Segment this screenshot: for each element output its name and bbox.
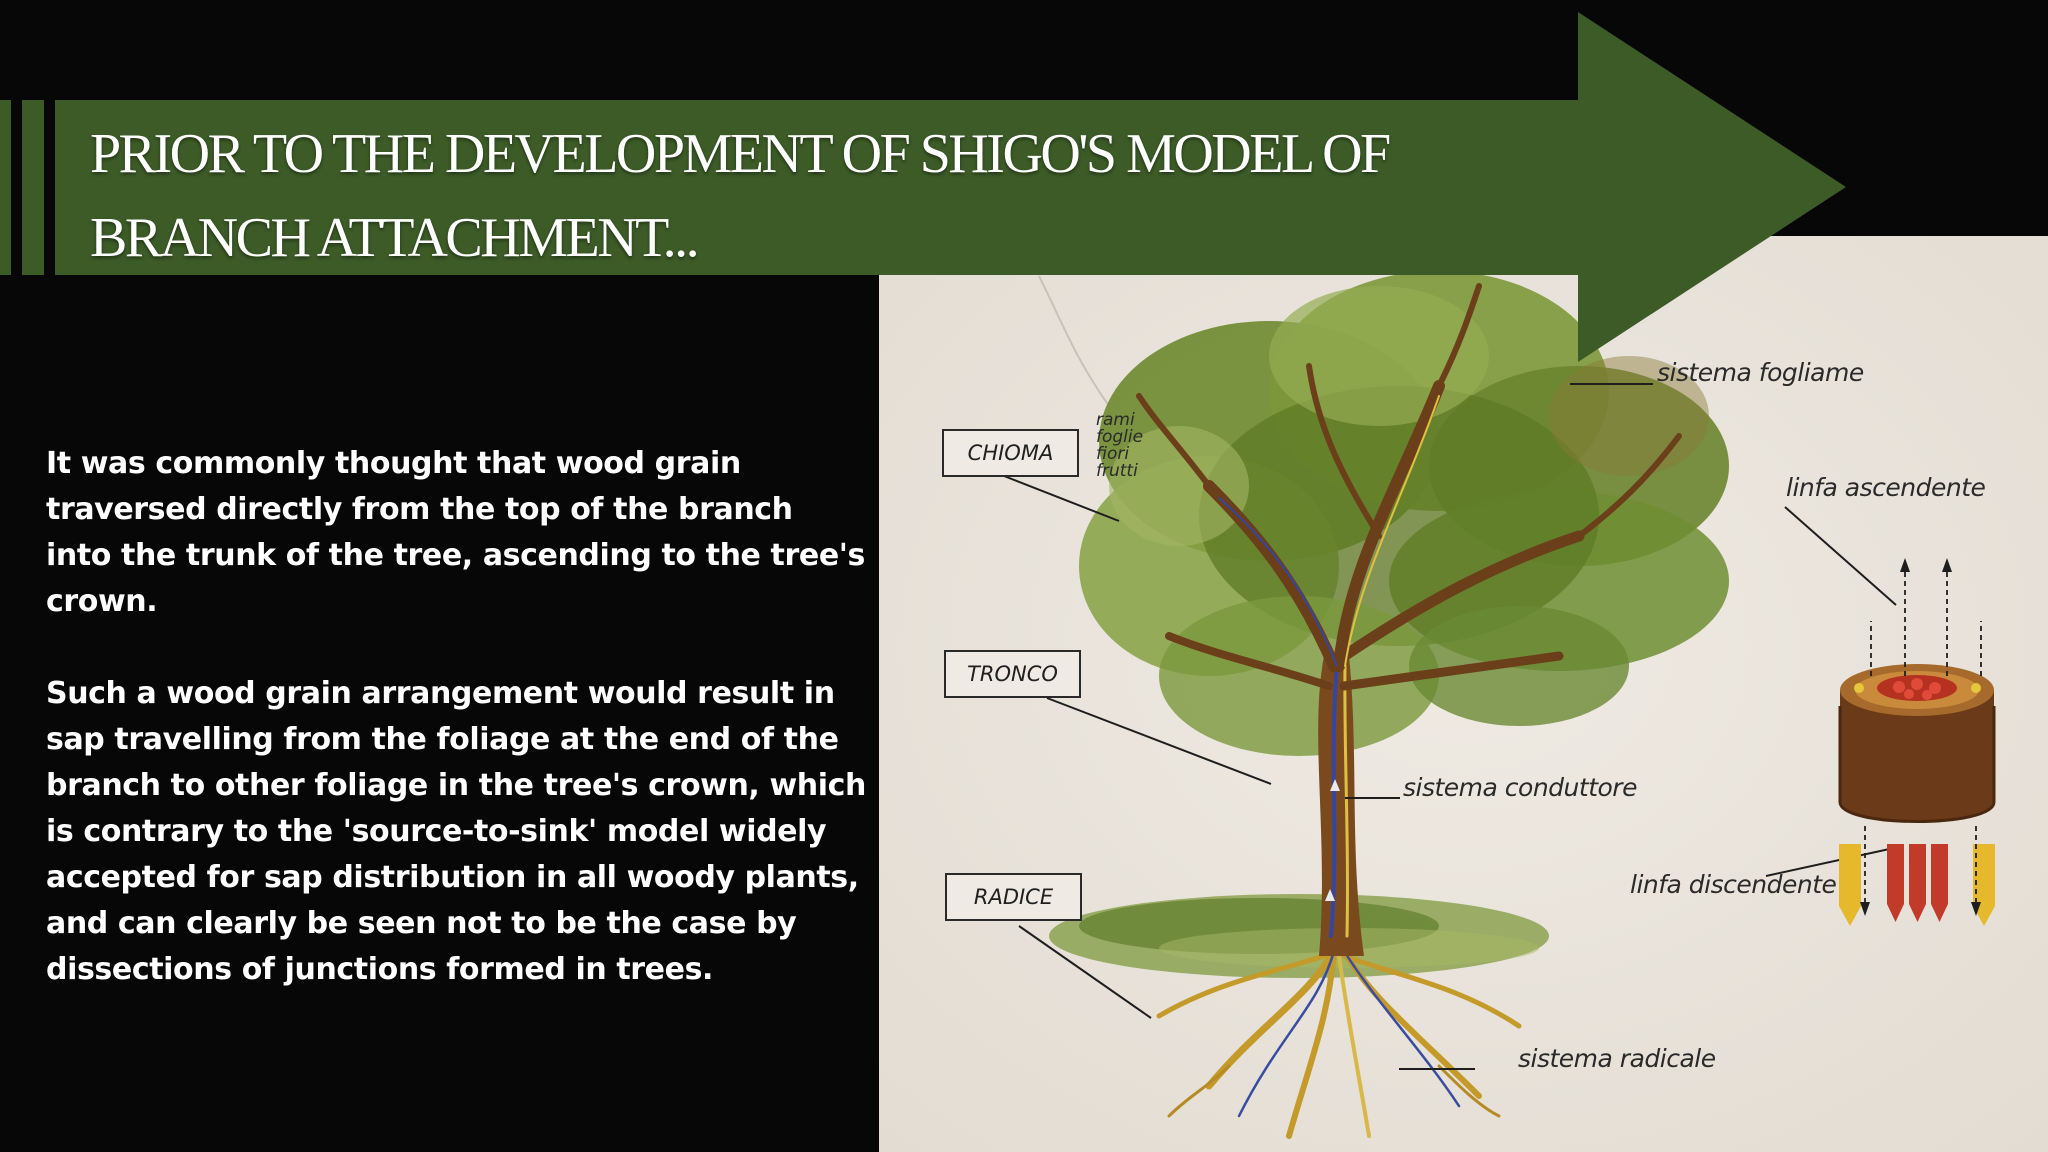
tree-illustration: CHIOMA TRONCO RADICE rami foglie fiori f… xyxy=(879,236,2048,1152)
descending-sap-label: linfa discendente xyxy=(1630,870,1837,899)
trunk-sap-arrows xyxy=(1325,779,1340,901)
crown-part-leaves: foglie xyxy=(1096,427,1144,447)
paragraph-1: It was commonly thought that wood grain … xyxy=(46,446,866,619)
tree-drawing xyxy=(879,236,2048,1152)
trunk-label-box: TRONCO xyxy=(944,650,1081,698)
header-arrow xyxy=(0,12,1846,362)
trunk-cross-section xyxy=(1838,664,1996,926)
title-line-2: BRANCH ATTACHMENT... xyxy=(90,207,700,269)
sap-flow-arrows xyxy=(1864,566,1982,906)
paper-crease xyxy=(1038,275,1110,407)
foliage xyxy=(1079,271,1729,756)
foliage-system-label: sistema fogliame xyxy=(1657,358,1864,387)
title-line-1: PRIOR TO THE DEVELOPMENT OF SHIGO'S MODE… xyxy=(90,123,1391,185)
arrow-shape xyxy=(55,12,1846,362)
crown-part-flowers: fiori xyxy=(1096,444,1130,464)
root-label-box: RADICE xyxy=(945,873,1082,921)
left-stripe xyxy=(22,100,44,275)
crown-part-fruits: frutti xyxy=(1096,461,1138,481)
crown-part-branches: rami xyxy=(1096,410,1135,430)
conducting-system-label: sistema conduttore xyxy=(1403,773,1637,802)
left-stripe xyxy=(0,100,11,275)
body-text: It was commonly thought that wood grain … xyxy=(46,441,866,993)
crown-parts-list: rami foglie fiori frutti xyxy=(1096,412,1143,480)
trunk-branches xyxy=(1136,283,1682,956)
ascending-sap-label: linfa ascendente xyxy=(1786,473,1986,502)
root-system-label: sistema radicale xyxy=(1518,1044,1716,1073)
roots xyxy=(1156,947,1522,1139)
leader-lines xyxy=(1003,383,1897,1070)
paragraph-2: Such a wood grain arrangement would resu… xyxy=(46,676,866,987)
crown-label-box: CHIOMA xyxy=(942,429,1079,477)
sap-arrowheads xyxy=(1860,558,1981,916)
slide-title: PRIOR TO THE DEVELOPMENT OF SHIGO'S MODE… xyxy=(90,112,1420,280)
